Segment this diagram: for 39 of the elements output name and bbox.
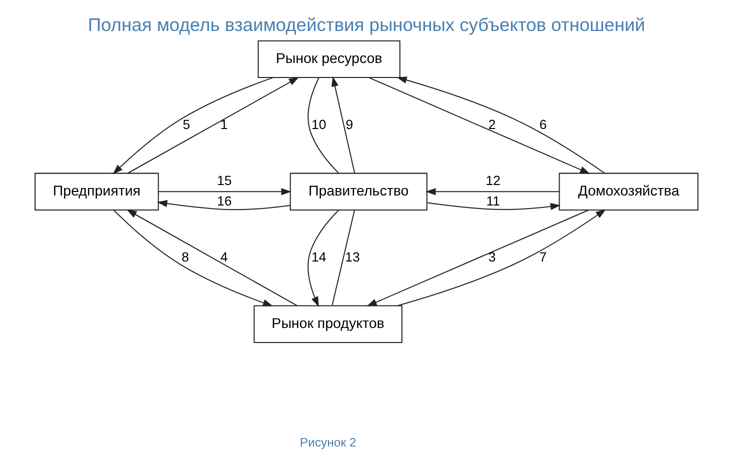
arrow [396,209,606,306]
arrow [426,202,560,210]
diagram-title: Полная модель взаимодействия рыночных субъектов отношений [87,14,645,36]
edge-label: 15 [216,172,232,188]
edge-label: 16 [216,193,232,208]
caption: Рисунок 2 [299,436,356,450]
arrow [158,188,291,196]
edge-label: 9 [345,116,353,132]
arrow [396,76,605,174]
edge-label: 13 [344,249,360,264]
arrow [330,76,355,174]
arrow [126,210,297,306]
edge-label: 8 [181,249,189,264]
edge-label: 14 [310,249,326,264]
connector [331,210,354,306]
connector [307,78,338,174]
edge-label: 10 [310,116,326,132]
arrow [112,210,273,306]
edge-label: 3 [488,249,496,264]
arrow [307,210,338,307]
arrow [112,77,273,174]
edge-label: 12 [485,172,500,188]
arrow [127,77,299,174]
arrow [368,77,590,174]
node-box: Домохозяйства [558,172,698,210]
edge-label: 1 [220,116,228,132]
node-box: Рынок продуктов [253,305,402,343]
node-box: Предприятия [34,172,158,210]
edge-label: 5 [182,116,190,132]
arrow [425,188,559,196]
node-box: Рынок ресурсов [257,40,400,78]
node-box: Правительство [289,172,427,210]
edge-label: 2 [488,116,496,132]
arrow [156,200,290,210]
arrow [366,210,588,306]
edge-label: 6 [538,116,546,132]
edge-label: 11 [486,193,500,208]
edge-label: 4 [220,249,228,264]
edge-label: 7 [538,249,546,264]
